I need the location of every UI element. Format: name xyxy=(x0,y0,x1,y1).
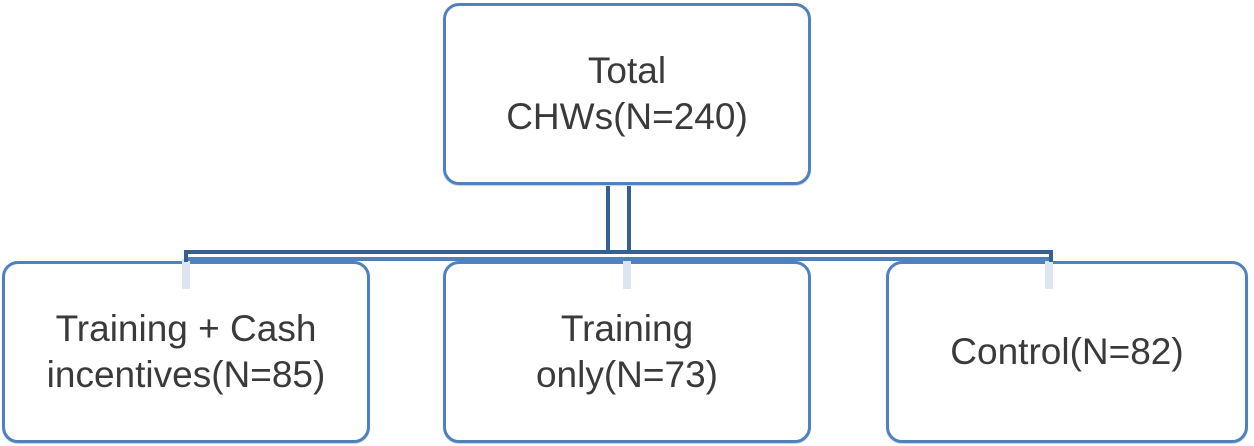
connector-tick-left xyxy=(184,250,188,262)
node-total-line1: Total xyxy=(587,50,667,91)
connector-stub-training-only xyxy=(623,259,631,289)
node-control-line1: Control(N=82) xyxy=(950,331,1184,372)
node-control: Control(N=82) xyxy=(886,261,1248,443)
node-training-only-line1: Training xyxy=(560,308,694,349)
connector-stub-control xyxy=(1045,259,1053,289)
node-training-cash-incentives: Training + Cash incentives(N=85) xyxy=(2,261,370,443)
node-training-only-line2: only(N=73) xyxy=(535,354,718,395)
node-training-cash-line1: Training + Cash xyxy=(55,308,317,349)
node-total-chws: Total CHWs(N=240) xyxy=(443,3,811,185)
connector-horizontal-bar xyxy=(184,250,1053,254)
node-training-cash-line2: incentives(N=85) xyxy=(46,354,326,395)
connector-trunk-right-line xyxy=(627,186,631,254)
connector-horizontal-bar-light xyxy=(184,257,1053,261)
connector-stub-training-cash xyxy=(182,259,190,289)
connector-trunk-left-line xyxy=(606,186,610,254)
connector-tick-right xyxy=(1049,250,1053,262)
node-total-line2: CHWs(N=240) xyxy=(506,96,748,137)
